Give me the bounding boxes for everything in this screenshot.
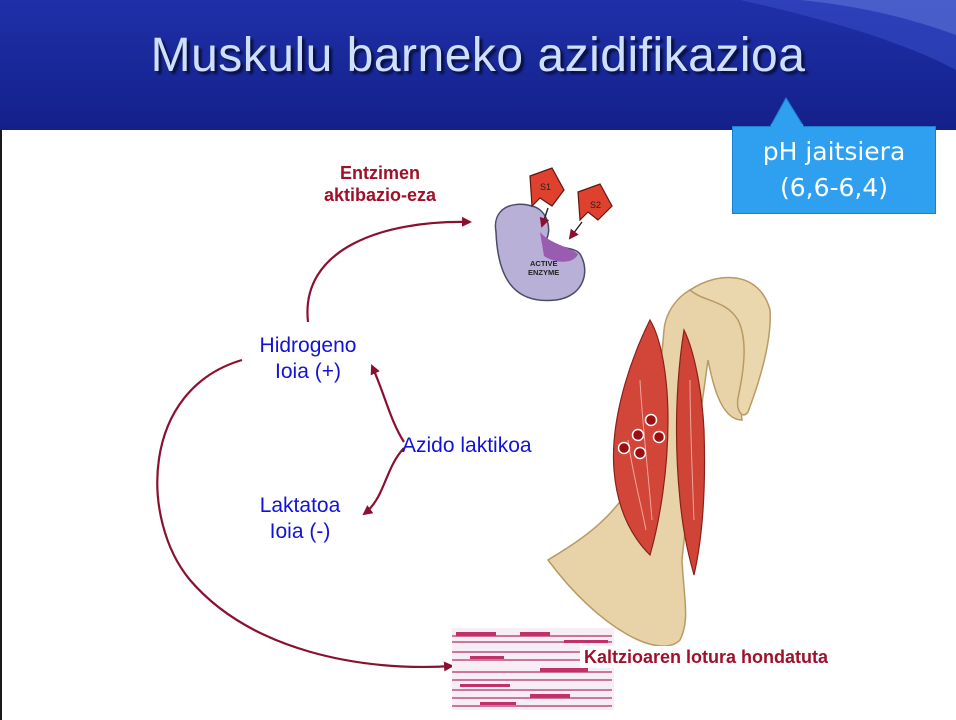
lactate-ion-line1: Laktatoa: [230, 493, 370, 519]
lactate-ion-label: Laktatoa Ioia (-): [230, 493, 370, 545]
hydrogen-ion-line2: Ioia (+): [238, 359, 378, 385]
enzyme-deactivation-line2: aktibazio-eza: [290, 184, 470, 206]
enzyme-deactivation-label: Entzimen aktibazio-eza: [290, 162, 470, 206]
hydrogen-ion-line1: Hidrogeno: [238, 333, 378, 359]
lactate-ion-line2: Ioia (-): [230, 519, 370, 545]
hydrogen-ion-label: Hidrogeno Ioia (+): [238, 333, 378, 385]
enzyme-deactivation-line1: Entzimen: [290, 162, 470, 184]
calcium-binding-label: Kaltzioaren lotura hondatuta: [580, 646, 924, 668]
lactic-acid-label: Azido laktikoa: [402, 433, 572, 459]
